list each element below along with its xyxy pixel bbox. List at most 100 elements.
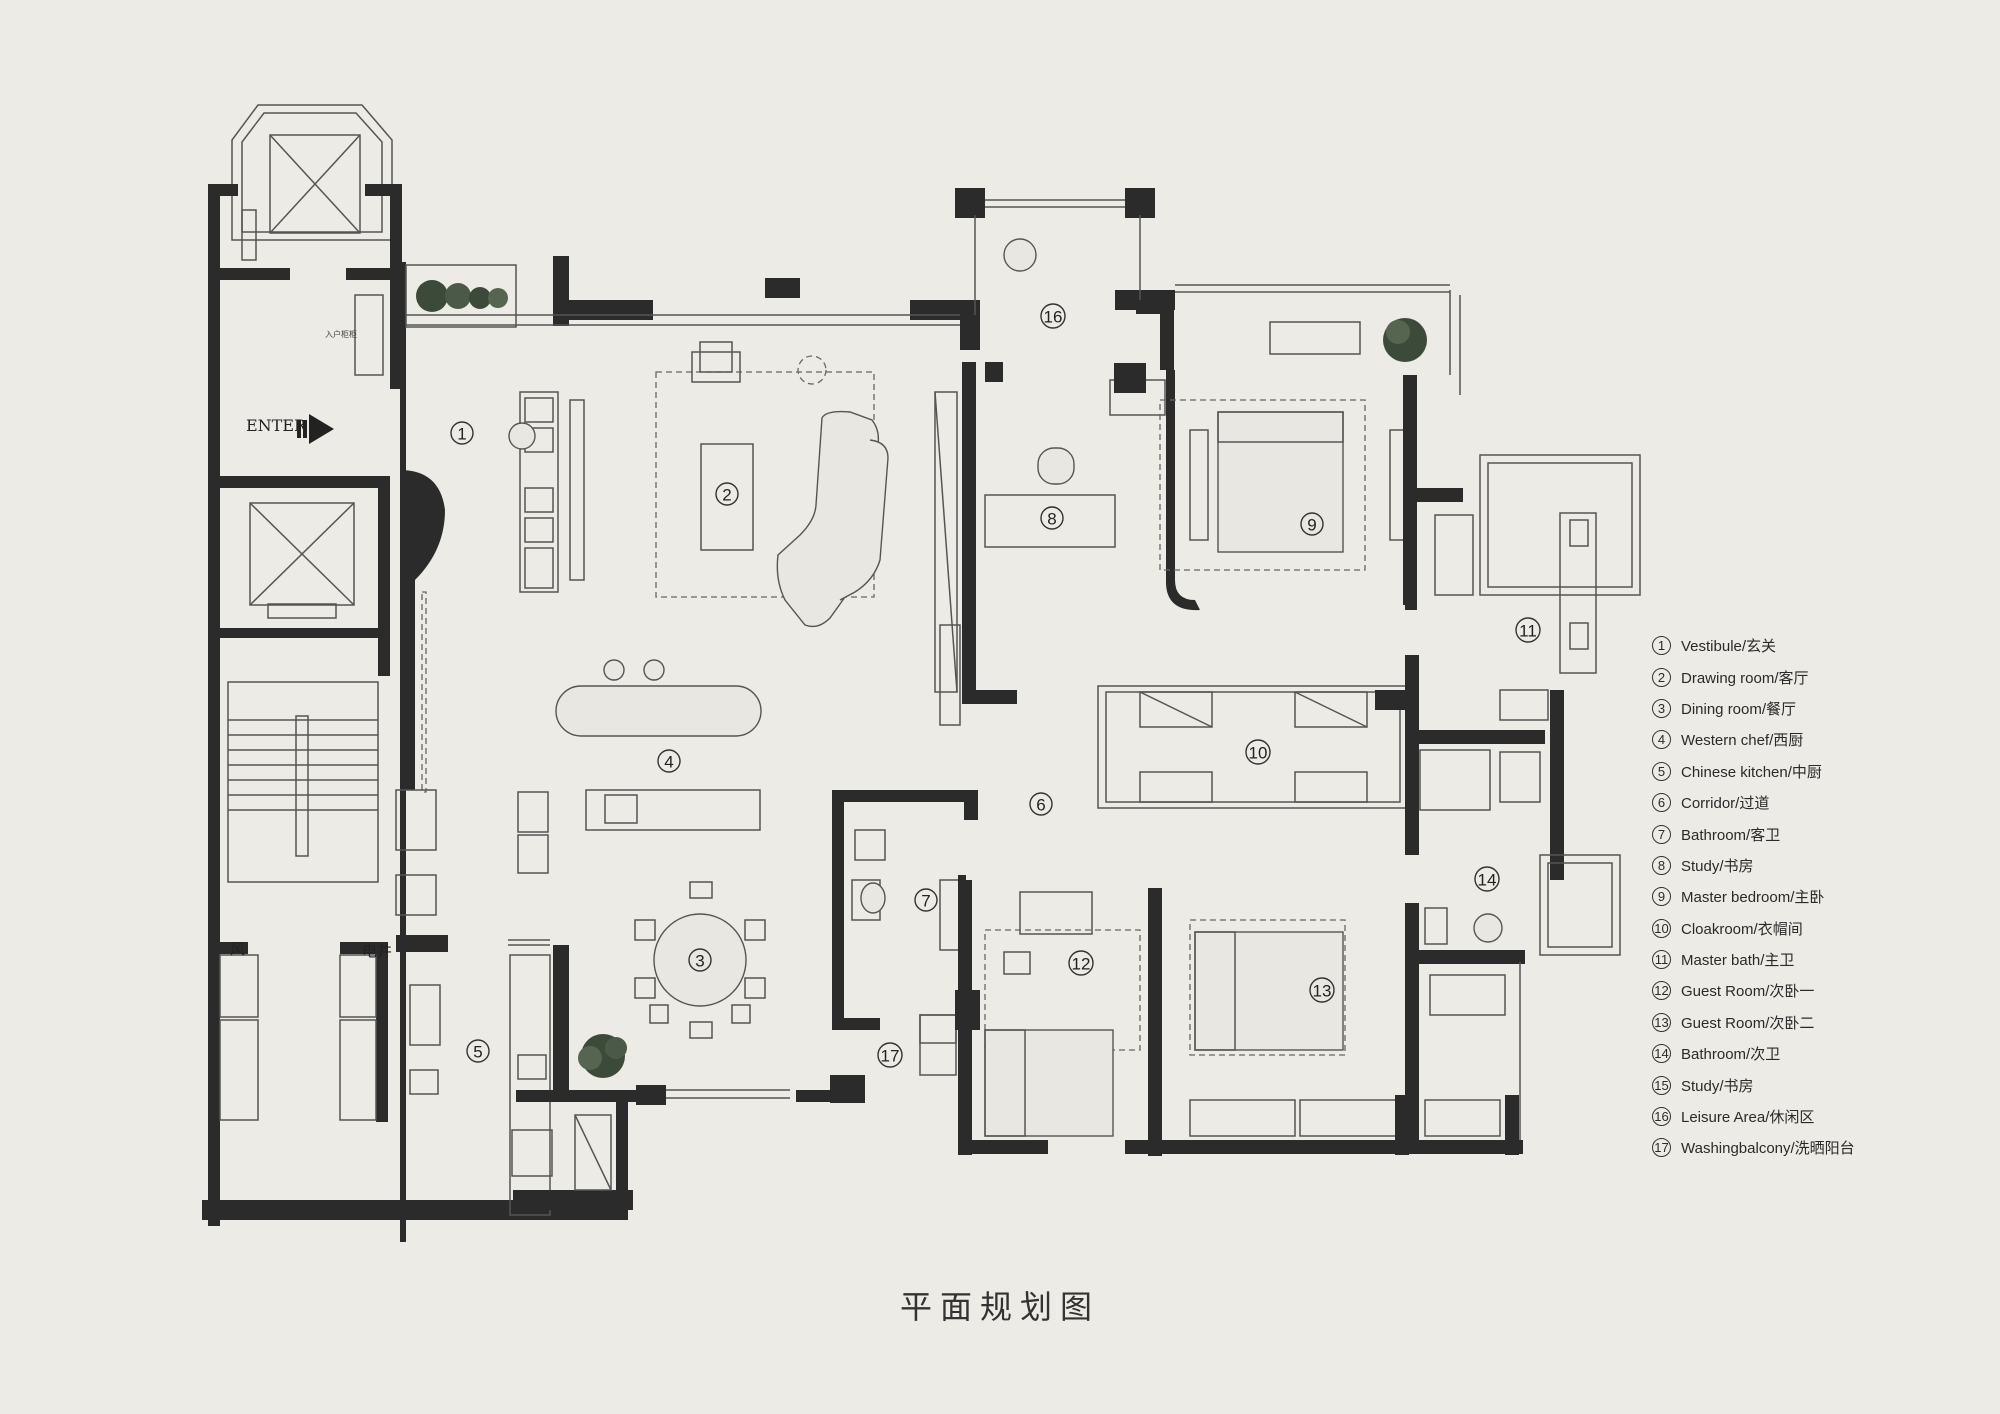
chinese-kitchen — [396, 939, 846, 1220]
legend-number: 6 — [1652, 793, 1671, 813]
room-marker-4: 4 — [657, 749, 681, 773]
guest-room-two — [1158, 919, 1409, 1155]
legend-label: Master bath/主卫 — [1681, 952, 1795, 970]
master-bath — [1405, 454, 1641, 880]
legend-label: Corridor/过道 — [1681, 795, 1770, 813]
legend-item: 3 Dining room/餐厅 — [1652, 693, 1952, 724]
svg-text:9: 9 — [1307, 516, 1316, 535]
entry-arrow-icon — [297, 414, 334, 444]
legend-item: 6 Corridor/过道 — [1652, 787, 1952, 818]
legend-item: 11 Master bath/主卫 — [1652, 944, 1952, 975]
enter-label: ENTER — [246, 416, 307, 435]
svg-text:3: 3 — [695, 952, 704, 971]
guest-bath — [830, 790, 980, 1103]
svg-text:10: 10 — [1249, 744, 1268, 763]
room-marker-2: 2 — [715, 482, 739, 506]
svg-text:1: 1 — [457, 425, 466, 444]
room-marker-14: 14 — [1474, 866, 1500, 892]
legend-item: 16 Leisure Area/休闲区 — [1652, 1101, 1952, 1132]
svg-text:入户柜柜: 入户柜柜 — [325, 329, 357, 339]
room-marker-5: 5 — [466, 1039, 490, 1063]
svg-text:13: 13 — [1313, 982, 1332, 1001]
svg-text:14: 14 — [1478, 871, 1497, 890]
legend-number: 17 — [1652, 1138, 1671, 1158]
svg-text:12: 12 — [1072, 955, 1091, 974]
room-marker-13: 13 — [1309, 977, 1335, 1003]
legend-label: Dining room/餐厅 — [1681, 700, 1797, 718]
legend-number: 16 — [1652, 1107, 1671, 1127]
legend-number: 3 — [1652, 698, 1671, 718]
wind-shaft-label: 风 — [230, 941, 245, 958]
legend-label: Master bedroom/主卧 — [1681, 889, 1825, 907]
legend-number: 2 — [1652, 667, 1671, 687]
legend-label: Western chef/西厨 — [1681, 732, 1804, 750]
room-marker-7: 7 — [914, 888, 938, 912]
legend-number: 8 — [1652, 855, 1671, 875]
svg-text:8: 8 — [1047, 510, 1056, 529]
room-marker-16: 16 — [1040, 303, 1066, 329]
svg-text:5: 5 — [473, 1043, 482, 1062]
room-marker-9: 9 — [1300, 512, 1324, 536]
guest-room-one — [958, 880, 1165, 1156]
living-room-furniture — [508, 341, 889, 628]
legend-number: 9 — [1652, 887, 1671, 907]
svg-text:11: 11 — [1519, 622, 1537, 641]
legend-item: 7 Bathroom/客卫 — [1652, 818, 1952, 849]
stair-treads — [228, 719, 378, 811]
exterior-walls — [400, 188, 1175, 1242]
svg-text:16: 16 — [1044, 308, 1063, 327]
room-marker-3: 3 — [688, 948, 712, 972]
legend-item: 12 Guest Room/次卧一 — [1652, 975, 1952, 1006]
legend-number: 7 — [1652, 824, 1671, 844]
legend-item: 9 Master bedroom/主卧 — [1652, 881, 1952, 912]
room-marker-8: 8 — [1040, 506, 1064, 530]
legend-item: 17 Washingbalcony/洗晒阳台 — [1652, 1132, 1952, 1163]
room-markers: 1 2 3 4 5 6 7 8 9 10 11 12 13 14 16 17 — [450, 303, 1541, 1068]
svg-text:7: 7 — [921, 892, 930, 911]
legend-label: Guest Room/次卧一 — [1681, 983, 1815, 1001]
svg-text:17: 17 — [881, 1047, 900, 1066]
legend-label: Washingbalcony/洗晒阳台 — [1681, 1140, 1855, 1158]
room-marker-10: 10 — [1245, 739, 1271, 765]
bathroom-two — [1405, 655, 1621, 1153]
legend-number: 12 — [1652, 981, 1671, 1001]
legend-number: 4 — [1652, 730, 1671, 750]
room-marker-12: 12 — [1068, 950, 1094, 976]
legend-label: Study/书房 — [1681, 1077, 1754, 1095]
legend-label: Cloakroom/衣帽间 — [1681, 920, 1803, 938]
electric-shaft-label: 电井 — [362, 943, 392, 960]
legend-label: Bathroom/次卫 — [1681, 1046, 1781, 1064]
western-kitchen — [517, 659, 762, 874]
study-room — [934, 238, 1166, 726]
svg-text:4: 4 — [664, 753, 673, 772]
room-marker-6: 6 — [1029, 792, 1053, 816]
legend-item: 13 Guest Room/次卧二 — [1652, 1007, 1952, 1038]
svg-text:6: 6 — [1036, 796, 1045, 815]
legend-item: 4 Western chef/西厨 — [1652, 724, 1952, 755]
room-marker-11: 11 — [1515, 617, 1541, 643]
legend-number: 1 — [1652, 636, 1671, 656]
legend-item: 10 Cloakroom/衣帽间 — [1652, 913, 1952, 944]
master-bedroom — [1136, 284, 1463, 611]
page-title: 平面规划图 — [899, 1288, 1100, 1326]
legend-label: Leisure Area/休闲区 — [1681, 1109, 1815, 1127]
legend-number: 11 — [1652, 950, 1671, 970]
study-two — [1408, 962, 1523, 1155]
stair-core: 风 电井 — [202, 476, 617, 1226]
legend-label: Drawing room/客厅 — [1681, 669, 1809, 687]
dining-area — [578, 881, 766, 1078]
legend-number: 13 — [1652, 1012, 1671, 1032]
legend-number: 10 — [1652, 918, 1671, 938]
legend-item: 2 Drawing room/客厅 — [1652, 661, 1952, 692]
legend-label: Bathroom/客卫 — [1681, 826, 1781, 844]
entry-tower: 入户柜柜 — [208, 104, 402, 489]
legend-label: Guest Room/次卧二 — [1681, 1014, 1815, 1032]
legend-label: Study/书房 — [1681, 857, 1754, 875]
